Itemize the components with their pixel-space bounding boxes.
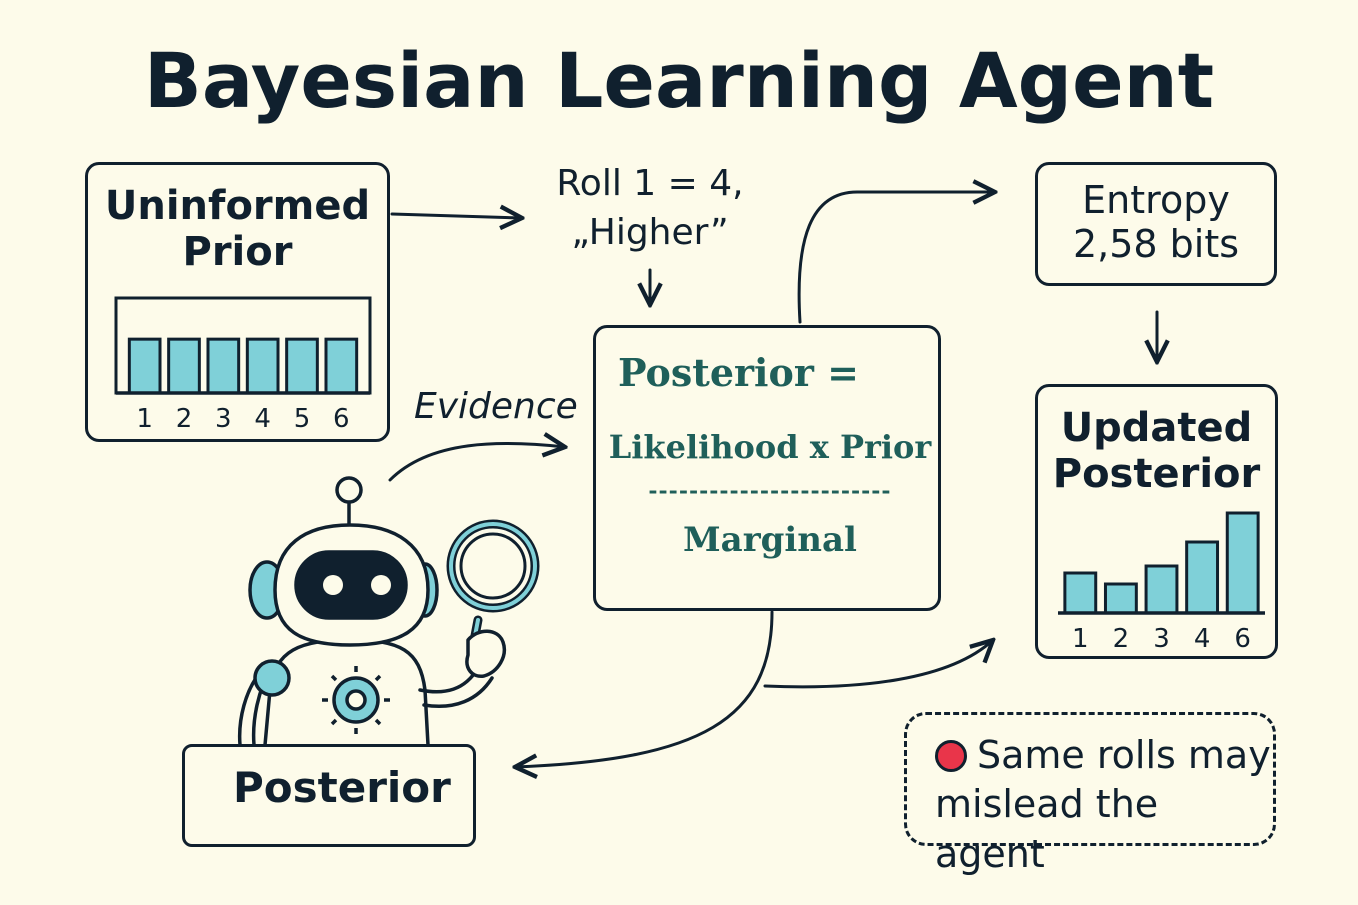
chart-tick-label: 2 <box>1113 624 1130 654</box>
arrow-evidence <box>388 443 565 482</box>
posterior-label: Posterior <box>233 763 451 812</box>
chart-tick-label: 1 <box>1072 624 1089 654</box>
warning-line2: mislead the agent <box>935 782 1159 876</box>
formula-line1: Posterior = <box>618 350 859 395</box>
chart-tick-label: 4 <box>254 404 271 433</box>
chart-bar <box>1185 540 1220 615</box>
chart-tick-label: 4 <box>1194 624 1211 654</box>
chart-tick-label: 1 <box>136 404 153 433</box>
roll-line2: „Higher” <box>571 211 729 253</box>
entropy-box: Entropy 2,58 bits <box>1035 162 1277 286</box>
roll-label: Roll 1 = 4, „Higher” <box>520 160 780 257</box>
warning-note: Same rolls may mislead the agent <box>904 712 1276 876</box>
page-title: Bayesian Learning Agent <box>143 36 1215 125</box>
chart-bar <box>1144 564 1179 615</box>
roll-line1: Roll 1 = 4, <box>556 163 744 204</box>
chart-tick-label: 3 <box>215 404 232 433</box>
updated-title-line2: Posterior <box>1052 451 1261 497</box>
arrow-formula-to-updated <box>763 640 993 689</box>
warning-line1: Same rolls may <box>977 733 1271 777</box>
chart-bar <box>1103 582 1138 615</box>
warning-dot-icon <box>935 740 967 772</box>
formula-divider: ------------------------ <box>648 478 892 504</box>
prior-title-line2: Prior <box>182 229 293 275</box>
evidence-label: Evidence <box>414 386 578 427</box>
posterior-box: Posterior <box>182 744 476 847</box>
prior-title-line1: Uninformed <box>104 183 371 229</box>
chart-bar <box>1063 571 1098 615</box>
updated-title-line1: Updated <box>1060 405 1253 451</box>
entropy-line2: 2,58 bits <box>1072 221 1240 266</box>
robot-icon <box>237 476 540 747</box>
chart-tick-label: 6 <box>1234 624 1251 654</box>
arrow-formula-to-entropy <box>797 192 995 324</box>
chart-tick-label: 3 <box>1153 624 1170 654</box>
chart-bar <box>167 337 201 395</box>
formula-box: Posterior = Likelihood x Prior ---------… <box>593 325 941 611</box>
chart-tick-label: 2 <box>176 404 193 433</box>
chart-tick-label: 5 <box>294 404 311 433</box>
chart-bar <box>1225 511 1260 615</box>
entropy-line1: Entropy <box>1082 178 1230 222</box>
chart-bar <box>245 337 280 395</box>
arrow-prior-to-roll <box>390 214 522 218</box>
formula-numerator: Likelihood x Prior <box>608 428 932 466</box>
chart-bar <box>285 337 319 395</box>
formula-denominator: Marginal <box>683 520 857 560</box>
chart-bar <box>206 337 241 395</box>
chart-tick-label: 6 <box>333 404 350 433</box>
chart-bar <box>324 337 359 395</box>
chart-bar <box>127 337 162 395</box>
arrow-formula-to-posterior <box>515 610 774 767</box>
